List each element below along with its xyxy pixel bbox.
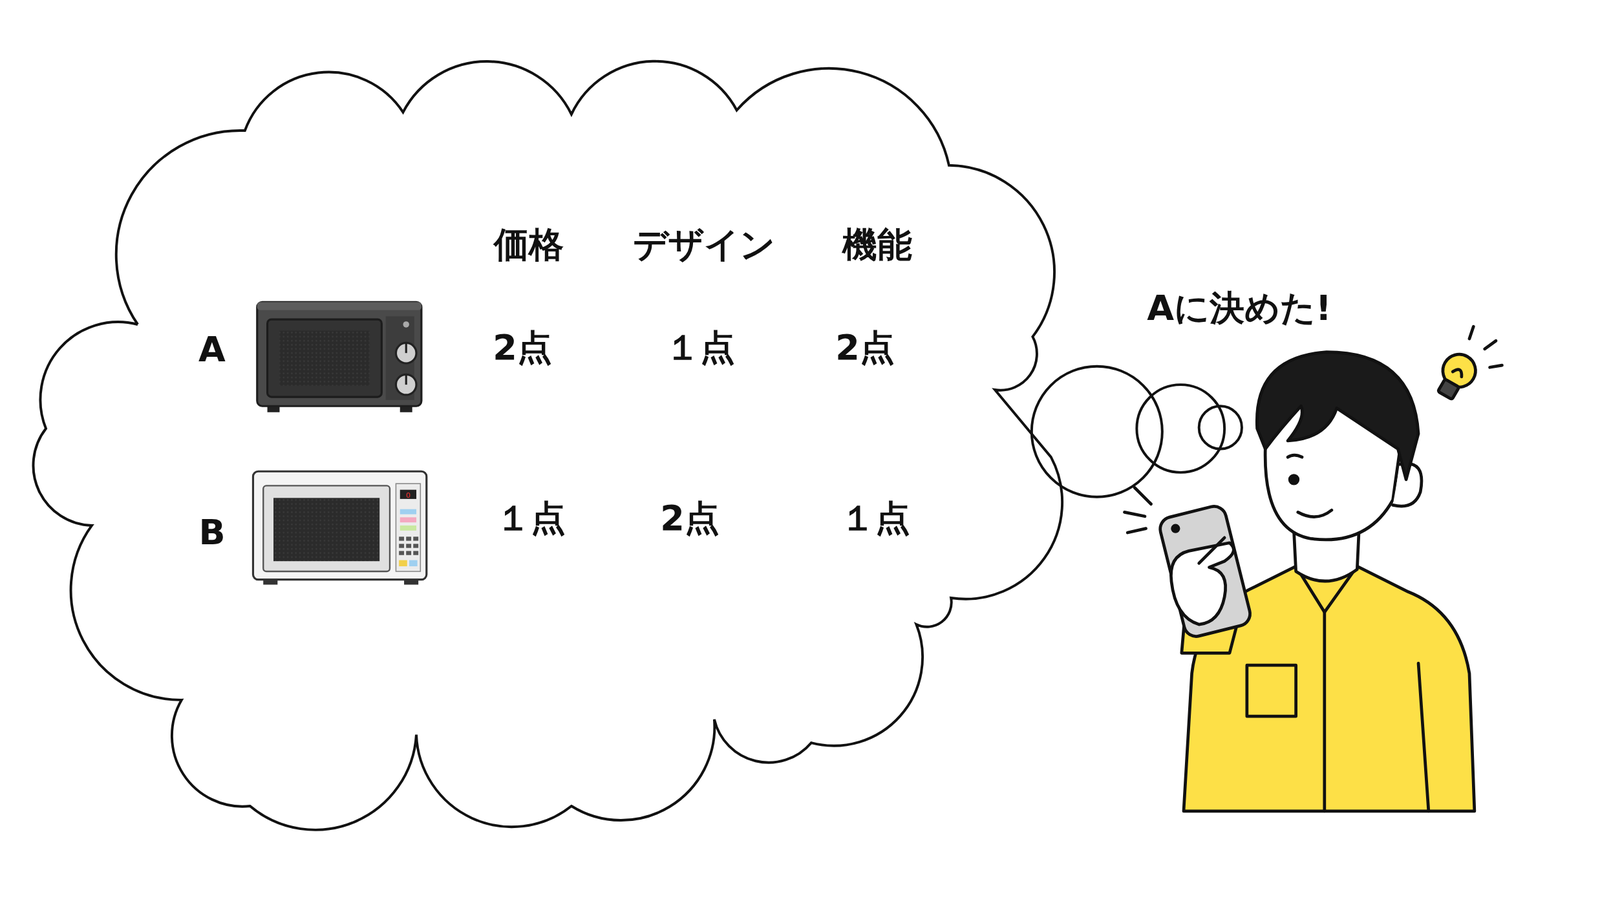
table-cell: １点 [665,328,736,367]
sparkle-lines [1124,488,1151,533]
thought-bubbles [1031,366,1242,498]
microwave-b: 0 [252,471,427,585]
row-header: B [198,513,225,552]
svg-text:0: 0 [405,491,411,500]
speech-text: Aに決めた! [1146,288,1332,328]
column-header: 機能 [842,225,913,264]
column-header: 価格 [493,225,564,264]
microwave-a [257,301,422,412]
light-bulb [1430,326,1502,404]
table-cell: １点 [840,499,911,538]
column-header: デザイン [632,225,776,264]
person [1157,352,1475,812]
table-cell: 2点 [660,499,720,538]
thought-cloud [32,61,1063,831]
row-header: A [198,330,226,369]
table-cell: １点 [495,499,566,538]
table-cell: 2点 [492,328,553,367]
table-cell: 2点 [835,328,895,367]
